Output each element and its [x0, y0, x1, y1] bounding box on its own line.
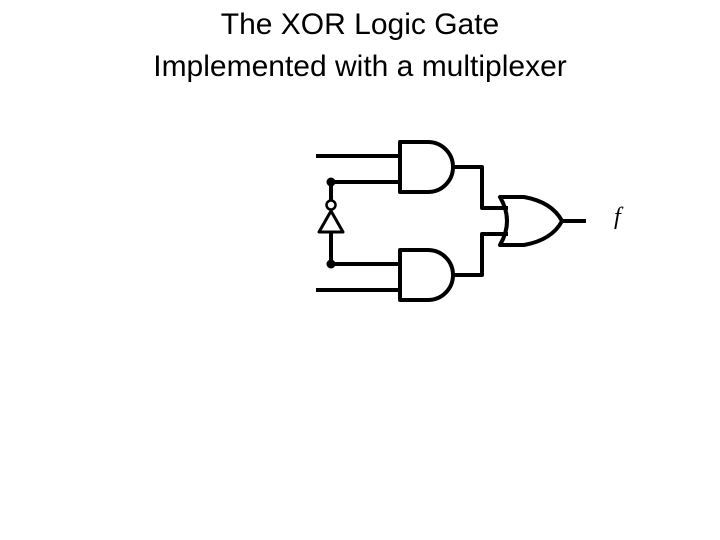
- or-gate: [498, 195, 564, 247]
- and-bottom-output-wire: [453, 232, 508, 277]
- title-line-1: The XOR Logic Gate: [220, 8, 500, 41]
- inverter-output-wire: [329, 232, 400, 266]
- junction-dot-inverter-out: [326, 259, 336, 269]
- select-wire: [329, 180, 400, 200]
- slide-title: The XOR Logic Gate Implemented with a mu…: [0, 4, 720, 88]
- inverter-bubble: [325, 199, 337, 211]
- junction-dot-select: [326, 177, 336, 187]
- title-line-2: Implemented with a multiplexer: [153, 50, 567, 83]
- and-gate-bottom: [398, 248, 455, 302]
- output-label: f: [614, 204, 624, 230]
- and-top-output-wire: [453, 165, 508, 210]
- inverter-triangle: [317, 209, 345, 234]
- and-gate-top: [398, 140, 455, 194]
